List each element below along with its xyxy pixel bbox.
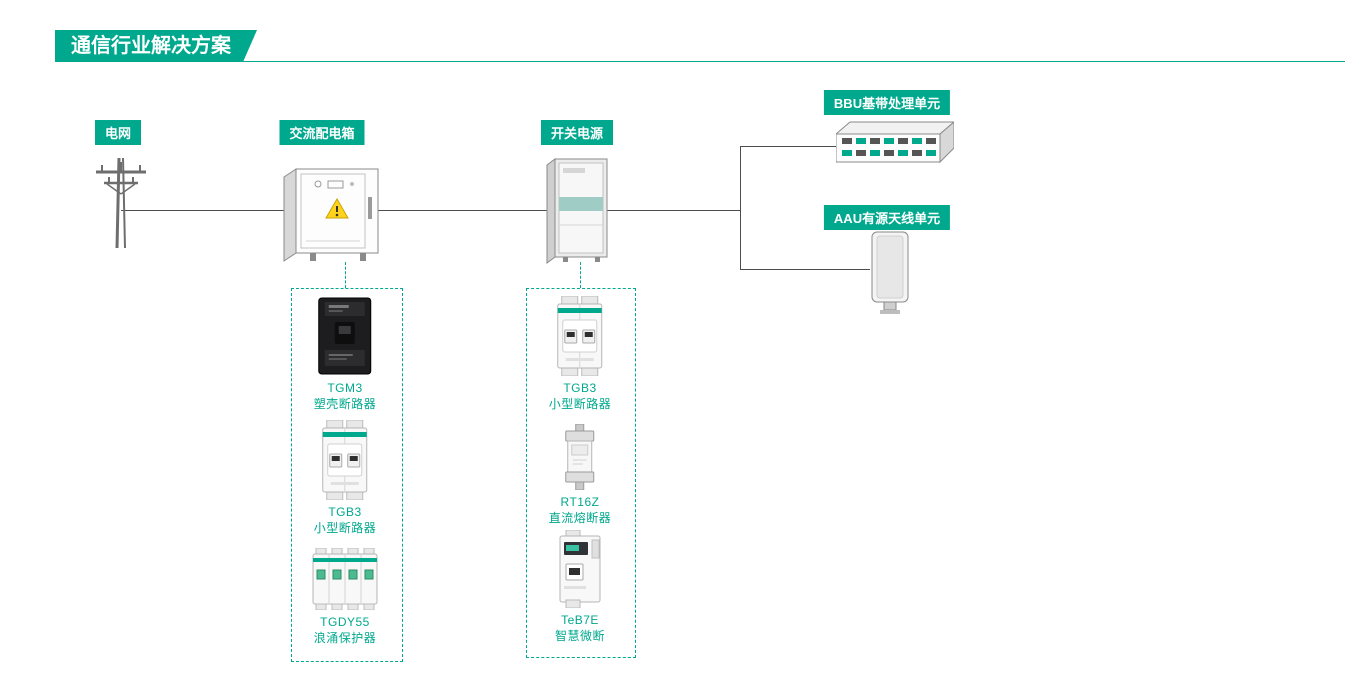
product-name: 小型断路器	[548, 397, 612, 411]
line-acbox-to-power	[378, 210, 555, 211]
line-branch-to-aau	[740, 269, 870, 270]
dashed-connector-acbox	[345, 262, 346, 288]
line-branch-vertical	[740, 146, 741, 270]
product-group-box-acbox	[291, 288, 403, 662]
product-teb7e: TeB7E 智慧微断	[552, 530, 608, 644]
bbu-node	[834, 120, 956, 175]
product-model: TeB7E	[561, 613, 599, 627]
product-tgdy55: TGDY55 浪涌保护器	[311, 548, 379, 646]
rt16z-product-image	[565, 424, 595, 490]
grid-node	[92, 148, 150, 255]
title-underline	[55, 61, 1345, 62]
product-name: 塑壳断路器	[313, 397, 377, 411]
line-branch-to-bbu	[740, 146, 840, 147]
utility-pole-icon	[96, 157, 146, 249]
page-title-text: 通信行业解决方案	[71, 35, 231, 57]
teb7e-product-image	[559, 530, 601, 608]
node-label-bbu: BBU基带处理单元	[823, 90, 951, 115]
switching-power-node	[543, 155, 613, 270]
line-power-to-branch	[607, 210, 741, 211]
node-label-aau: AAU有源天线单元	[823, 205, 951, 230]
product-tgb3-dc: TGB3 小型断路器	[549, 296, 612, 412]
dashed-connector-power	[580, 262, 581, 288]
product-model: TGB3	[328, 505, 362, 519]
product-tgm3: TGM3 塑壳断路器	[314, 296, 377, 412]
product-tgb3-ac: TGB3 小型断路器	[314, 420, 377, 536]
product-name: 直流熔断器	[548, 511, 612, 525]
product-name: 小型断路器	[313, 521, 377, 535]
product-model: RT16Z	[560, 495, 600, 509]
node-label-power: 开关电源	[540, 120, 614, 145]
tgdy55-product-image	[312, 548, 378, 610]
tgb3-product-image	[322, 420, 368, 500]
node-label-grid: 电网	[94, 120, 142, 145]
switching-power-icon	[546, 158, 608, 264]
product-name: 浪涌保护器	[313, 631, 377, 645]
ac-distribution-box-icon	[283, 168, 379, 262]
product-rt16z: RT16Z 直流熔断器	[549, 424, 612, 526]
product-model: TGB3	[563, 381, 597, 395]
product-group-box-power	[526, 288, 636, 658]
node-label-ac-box: 交流配电箱	[279, 120, 365, 145]
product-model: TGM3	[327, 381, 363, 395]
aau-device-icon	[871, 231, 909, 314]
tgm3-product-image	[318, 297, 372, 375]
line-grid-to-acbox	[121, 210, 296, 211]
product-name: 智慧微断	[554, 629, 605, 643]
page-title: 通信行业解决方案	[55, 30, 257, 62]
tgb3-product-image	[557, 296, 603, 376]
ac-distribution-box-node	[280, 163, 385, 268]
bbu-device-icon	[834, 120, 956, 164]
product-model: TGDY55	[320, 615, 370, 629]
aau-node	[866, 230, 914, 323]
